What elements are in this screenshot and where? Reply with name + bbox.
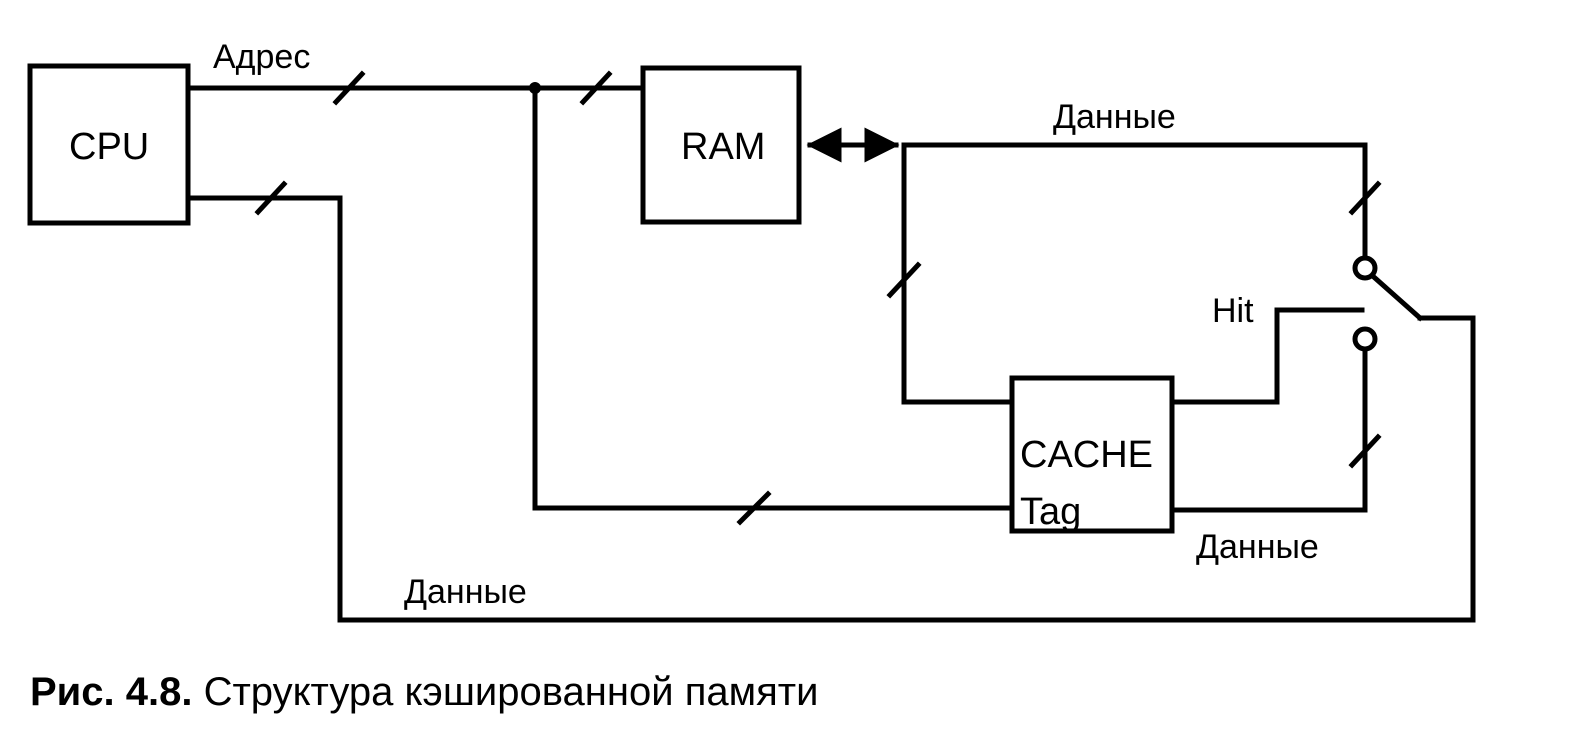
ram-label: RAM <box>681 126 766 168</box>
ram-block <box>640 65 802 225</box>
bus-slash <box>332 70 366 106</box>
hit-wire <box>1169 307 1365 405</box>
figure-caption: Рис. 4.8. Структура кэшированной памяти <box>30 672 818 712</box>
address-label: Адрес <box>213 38 311 76</box>
hit-label: Hit <box>1212 292 1254 330</box>
switch-arm <box>1371 274 1424 322</box>
cache-block <box>1009 375 1175 534</box>
switch-contact-bottom <box>1352 326 1378 352</box>
bus-slash <box>1348 180 1382 216</box>
cpu-data-wire <box>185 195 1476 623</box>
figure-title: Структура кэшированной памяти <box>203 670 819 714</box>
cpu-data-label: Данные <box>404 573 527 611</box>
junction-dot <box>529 82 541 94</box>
switch-contact-top <box>1352 255 1378 281</box>
bus-slash <box>254 180 288 216</box>
bus-slash <box>579 70 613 106</box>
cache-label: CACHE <box>1020 434 1154 476</box>
bus-slash <box>1348 433 1382 469</box>
cache-data-wire <box>1169 346 1368 513</box>
cache-data-label: Данные <box>1196 528 1319 566</box>
cpu-block <box>27 63 191 226</box>
cache-tag-label: Tag <box>1020 491 1082 533</box>
figure-number: Рис. 4.8. <box>30 670 193 714</box>
bus-slash <box>886 261 922 299</box>
bus-slash <box>736 490 772 526</box>
ram-data-label: Данные <box>1053 98 1176 136</box>
cpu-label: CPU <box>69 126 150 168</box>
